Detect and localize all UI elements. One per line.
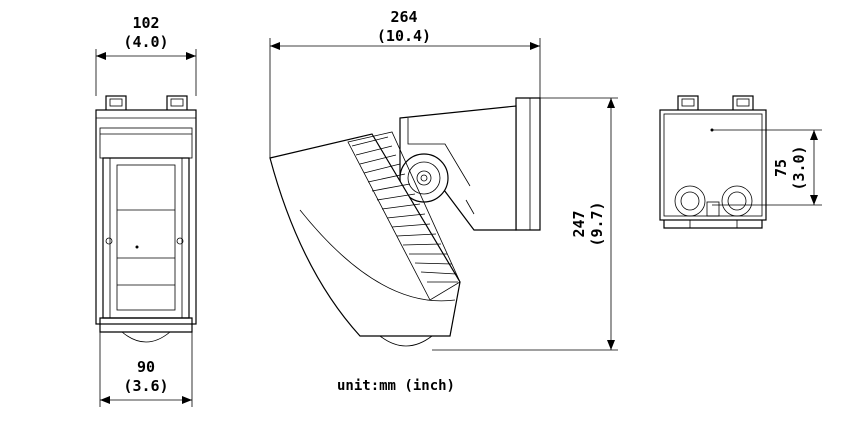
bottom-width-mm: 90 [137, 358, 155, 376]
front-view [95, 49, 197, 407]
side-height-mm: 247 [570, 210, 588, 237]
cooling-fins [351, 136, 458, 283]
side-depth-mm: 264 [390, 8, 417, 26]
rear-spacing-mm: 75 [772, 159, 790, 177]
bottom-width-inch: (3.6) [123, 377, 168, 395]
side-depth-inch: (10.4) [377, 27, 431, 45]
rear-spacing-inch: (3.0) [790, 145, 808, 190]
rear-view [659, 95, 822, 229]
side-view [269, 38, 618, 351]
side-height-inch: (9.7) [588, 201, 606, 246]
front-width-mm: 102 [132, 14, 159, 32]
unit-note: unit:mm (inch) [337, 378, 455, 394]
front-width-inch: (4.0) [123, 33, 168, 51]
